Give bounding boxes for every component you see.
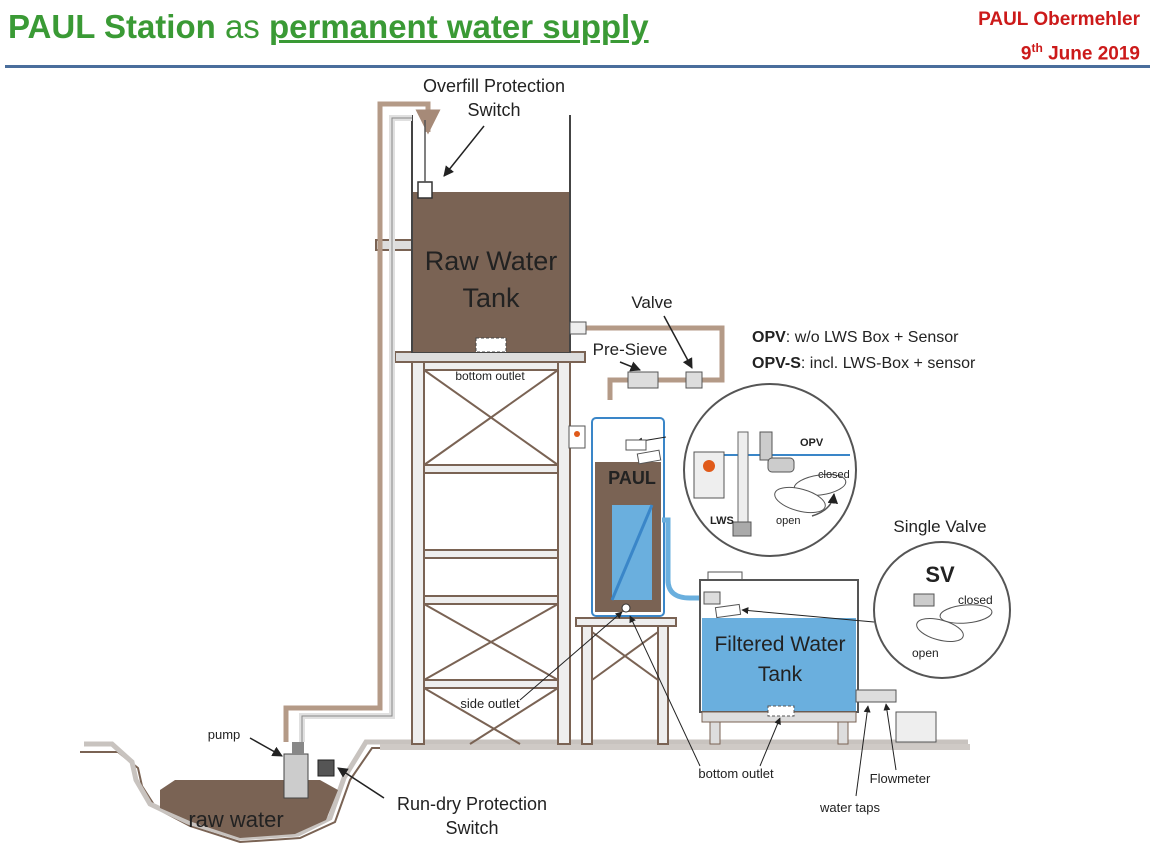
sv-label: SV [925, 562, 955, 587]
bottom-outlet-top-label: bottom outlet [455, 369, 525, 383]
opv-description: OPV: w/o LWS Box + Sensor [752, 329, 959, 346]
side-outlet-label: side outlet [460, 696, 520, 711]
filtered-label-2: Tank [758, 663, 803, 686]
raw-water-label: raw water [188, 807, 283, 832]
raw-tank-tower [375, 239, 586, 745]
filtered-water-tank: Filtered Water Tank [699, 571, 937, 745]
title-underlined: permanent water supply [268, 8, 649, 45]
flowmeter-label: Flowmeter [870, 771, 931, 786]
overfill-label-2: Switch [467, 100, 520, 120]
opv-inset-label: OPV [800, 437, 824, 449]
labels: Overfill Protection Switch Valve Pre-Sie… [208, 76, 987, 838]
sv-inset: SV closed open [741, 541, 1011, 679]
raw-to-paul-pipe [569, 321, 725, 400]
bottom-outlet-bottom-label: bottom outlet [698, 766, 774, 781]
opv-inset: OPV closed open LWS [625, 383, 857, 557]
raw-tank-label-1: Raw Water [425, 246, 558, 276]
raw-water-tank: Raw Water Tank bottom outlet [411, 115, 571, 383]
pump-label: pump [208, 727, 241, 742]
date-day: 9 [1020, 43, 1032, 65]
lws-label: LWS [710, 515, 734, 527]
run-dry-label-2: Switch [445, 818, 498, 838]
overfill-label-1: Overfill Protection [423, 76, 565, 96]
valve-label: Valve [631, 293, 672, 312]
paul-unit: PAUL [568, 417, 700, 617]
valve [685, 371, 703, 389]
opvs-description: OPV-S: incl. LWS-Box + sensor [752, 355, 976, 372]
opvs-desc: : incl. LWS-Box + sensor [801, 355, 976, 372]
paul-stand [575, 617, 677, 745]
title-mid: as [215, 8, 269, 45]
run-dry-label-1: Run-dry Protection [397, 794, 547, 814]
single-valve-label: Single Valve [893, 517, 986, 536]
date: 9th June 2019 [978, 34, 1140, 68]
date-rest: June 2019 [1042, 43, 1140, 65]
flowmeter [855, 689, 897, 703]
author-block: PAUL Obermehler 9th June 2019 [978, 6, 1140, 68]
opvs-head: OPV-S [752, 355, 801, 372]
supply-pipes [283, 101, 441, 742]
filtered-label-1: Filtered Water [714, 633, 845, 656]
author-name: PAUL Obermehler [978, 9, 1140, 30]
closed-label: closed [818, 469, 850, 481]
overfill-switch [417, 181, 433, 199]
sv-open-label: open [912, 646, 939, 660]
pre-sieve [627, 371, 659, 389]
opv-head: OPV [752, 329, 786, 346]
water-taps-label: water taps [819, 800, 880, 815]
title-bold: PAUL Station [8, 8, 216, 45]
date-sup: th [1031, 41, 1043, 55]
sv-closed-label: closed [958, 593, 993, 607]
header-rule [5, 65, 1150, 68]
pre-sieve-label: Pre-Sieve [593, 340, 668, 359]
pump: raw water [188, 742, 335, 832]
raw-tank-label-2: Tank [462, 283, 520, 313]
open-label: open [776, 515, 800, 527]
page-title: PAUL Station as permanent water supply [8, 6, 649, 48]
paul-label: PAUL [608, 468, 656, 488]
opv-desc: : w/o LWS Box + Sensor [786, 329, 959, 346]
